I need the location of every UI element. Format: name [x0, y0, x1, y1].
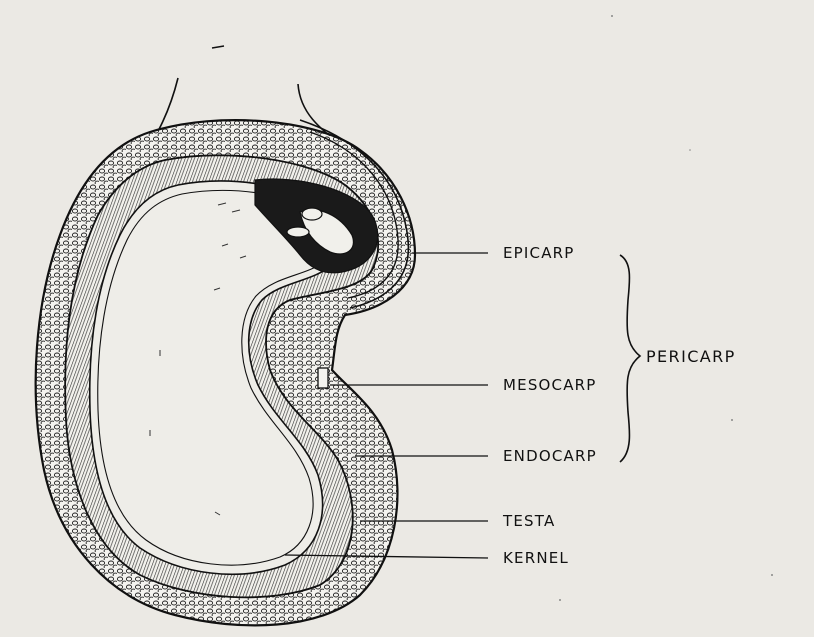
- label-kernel: KERNEL: [503, 549, 569, 567]
- label-pericarp: PERICARP: [646, 347, 736, 366]
- label-epicarp: EPICARP: [503, 244, 575, 262]
- embryo-cotyledon-tip: [287, 227, 309, 237]
- stalk-mark: [212, 46, 224, 48]
- pericarp-brace: [620, 255, 640, 462]
- label-endocarp: ENDOCARP: [503, 447, 597, 465]
- mesocarp-marker: [318, 368, 328, 388]
- label-mesocarp: MESOCARP: [503, 376, 597, 394]
- paper-specks: [559, 15, 773, 601]
- label-testa: TESTA: [502, 512, 555, 530]
- embryo-plumule: [302, 208, 322, 220]
